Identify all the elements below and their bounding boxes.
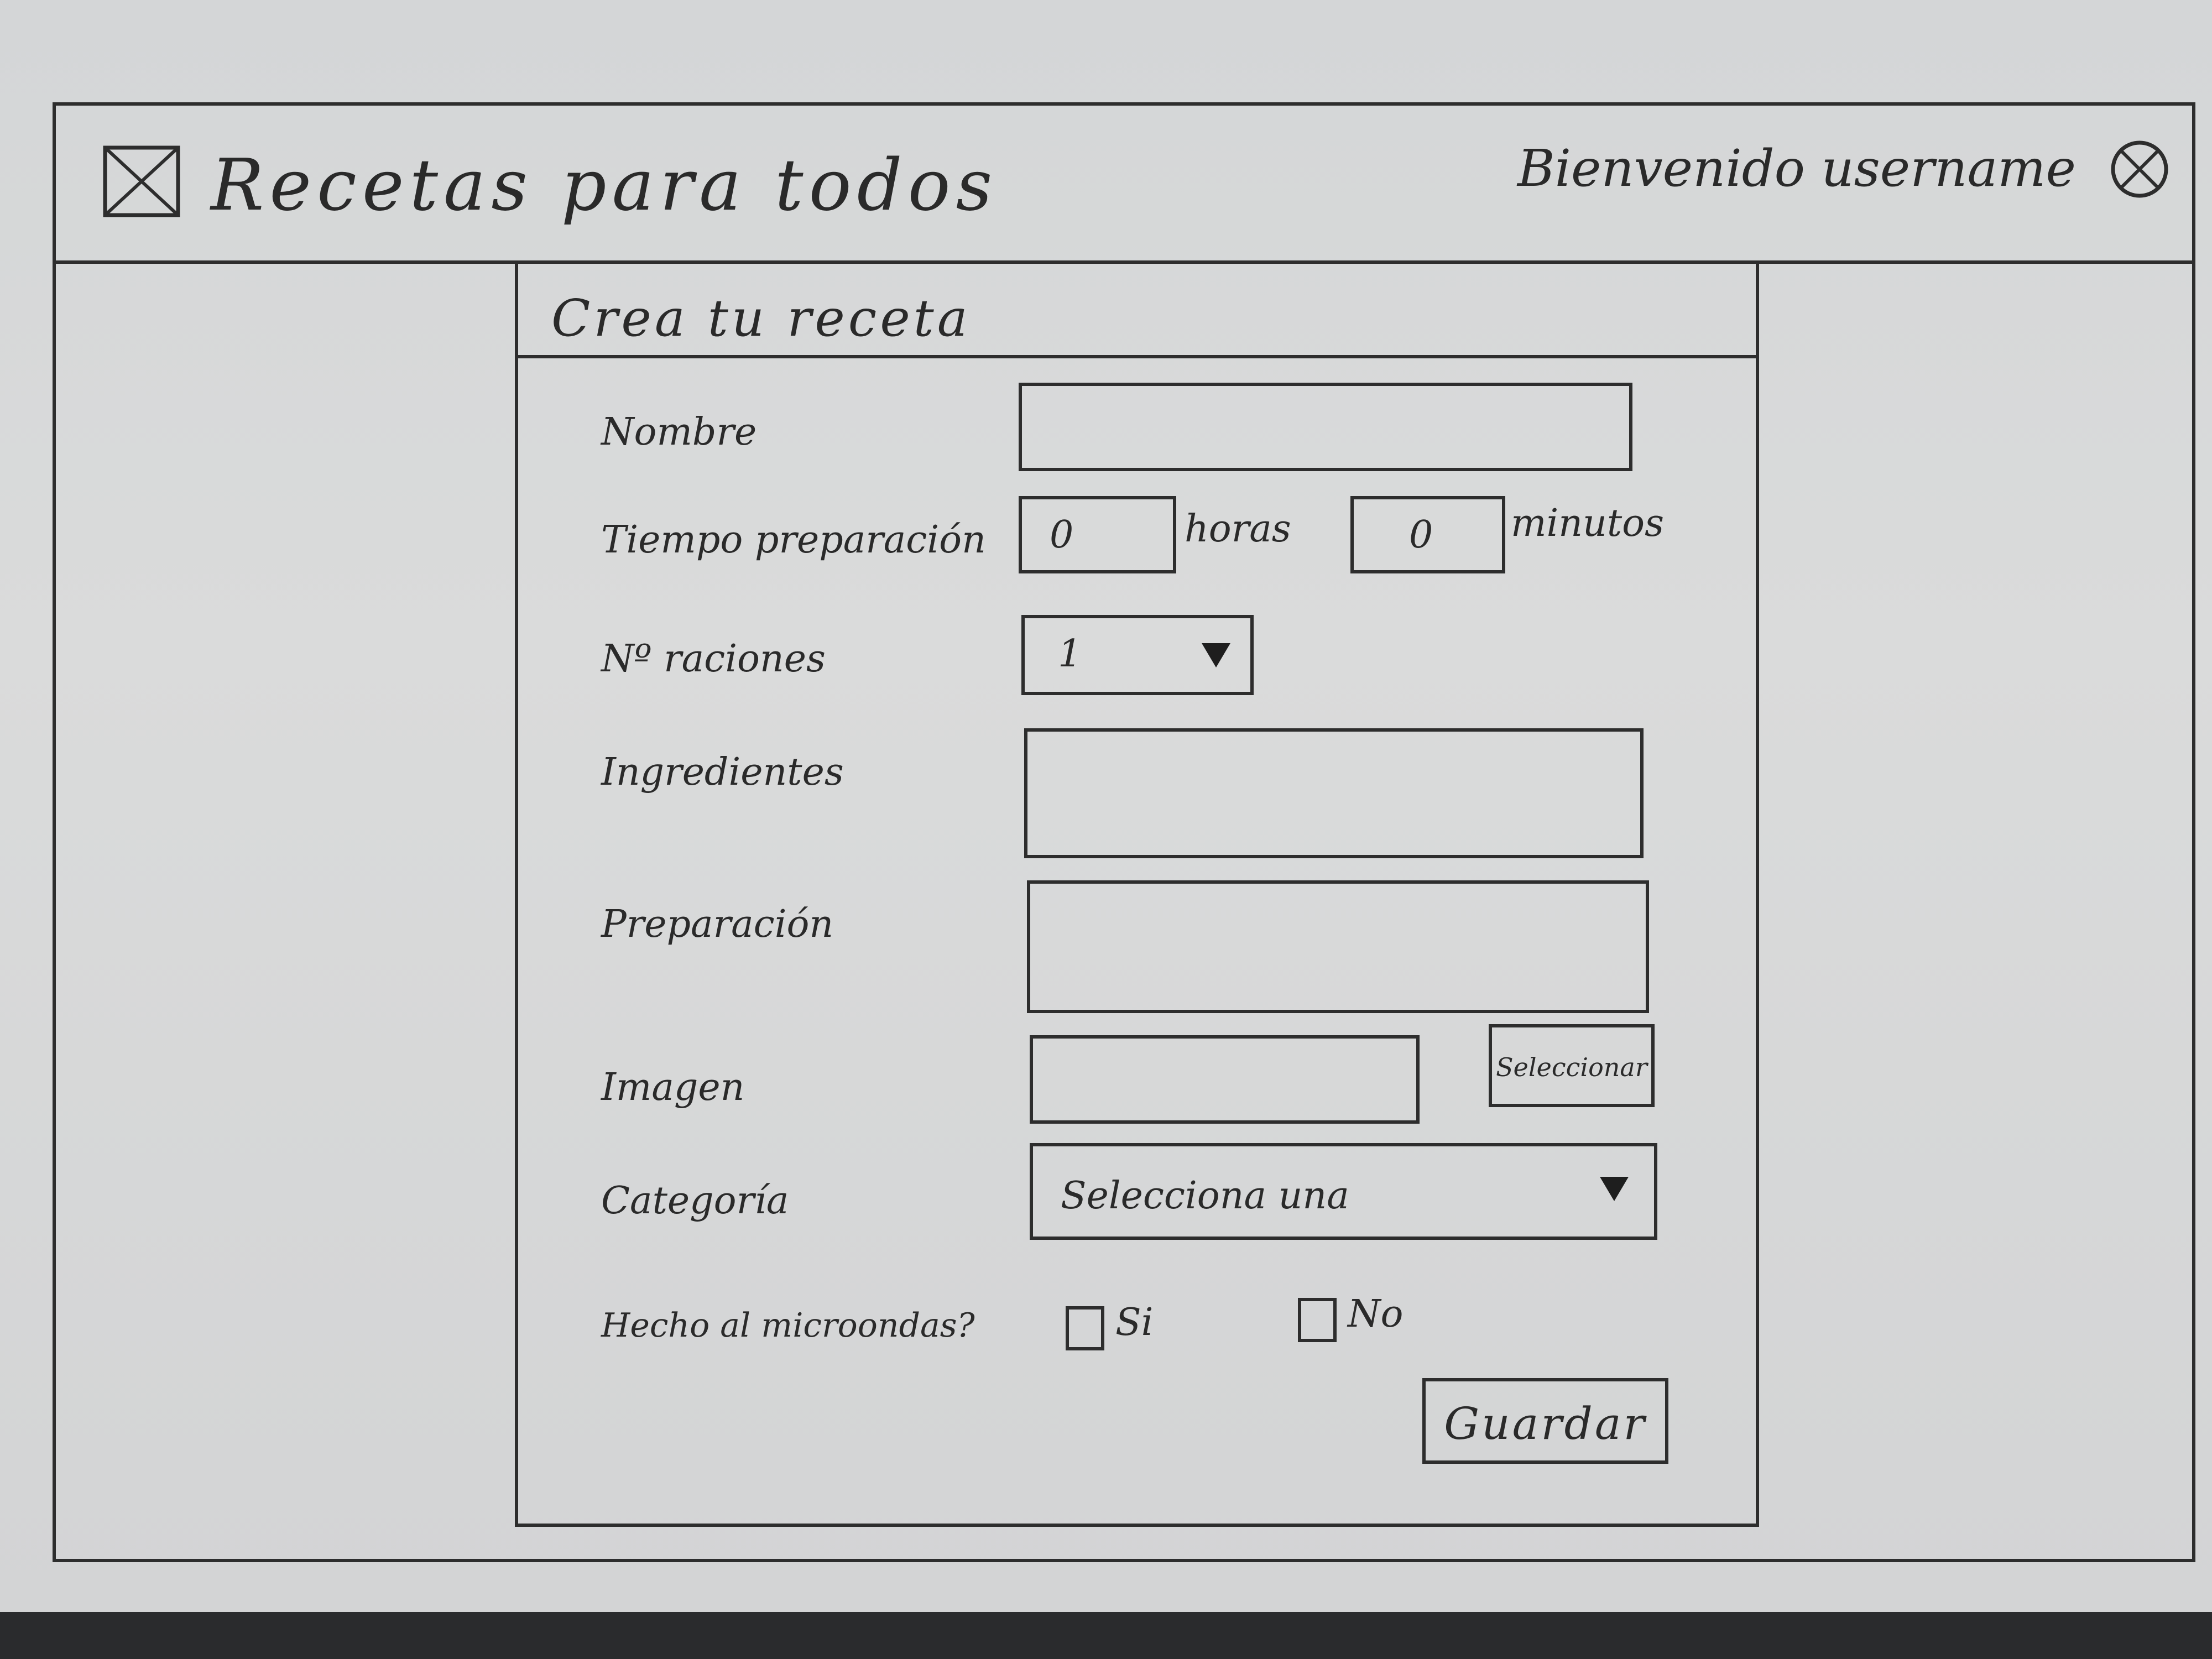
ingredients-label: Ingredientes <box>601 750 844 794</box>
servings-select[interactable]: 1 <box>1021 615 1254 695</box>
hours-input-value: 0 <box>1050 513 1074 557</box>
save-button[interactable]: Guardar <box>1422 1378 1668 1464</box>
servings-label: Nº raciones <box>601 637 826 681</box>
dialog-title-bar: Crea tu receta <box>518 264 1756 358</box>
image-placeholder-icon <box>103 145 180 217</box>
microwave-yes-checkbox[interactable] <box>1066 1306 1104 1350</box>
app-window: Recetas para todos Bienvenido username C… <box>53 102 2195 1562</box>
microwave-no-label: No <box>1348 1292 1404 1336</box>
servings-select-value: 1 <box>1058 632 1082 676</box>
triangle-down-icon <box>1202 643 1230 667</box>
category-select-value: Selecciona una <box>1061 1174 1349 1218</box>
minutes-unit-label: minutos <box>1511 502 1664 545</box>
save-button-label: Guardar <box>1444 1398 1647 1449</box>
ingredients-textarea[interactable] <box>1024 728 1644 858</box>
microwave-yes-label: Si <box>1115 1301 1154 1344</box>
image-label: Imagen <box>601 1066 745 1109</box>
app-header: Recetas para todos Bienvenido username <box>56 106 2192 264</box>
create-recipe-dialog: Crea tu receta Nombre Tiempo preparación… <box>515 260 1759 1527</box>
hours-unit-label: horas <box>1185 507 1291 551</box>
category-label: Categoría <box>601 1179 789 1223</box>
microwave-label: Hecho al microondas? <box>601 1306 975 1345</box>
triangle-down-icon <box>1600 1177 1629 1201</box>
name-label: Nombre <box>601 410 757 454</box>
microwave-no-checkbox[interactable] <box>1298 1298 1337 1342</box>
app-title: Recetas para todos <box>211 144 998 227</box>
name-input[interactable] <box>1019 383 1632 471</box>
preparation-textarea[interactable] <box>1027 880 1649 1013</box>
minutes-input-value: 0 <box>1409 513 1433 557</box>
prep-time-label: Tiempo preparación <box>601 518 986 562</box>
minutes-input[interactable]: 0 <box>1350 496 1505 573</box>
close-circle-icon[interactable] <box>2109 139 2170 200</box>
image-path-input[interactable] <box>1030 1035 1420 1124</box>
select-image-button[interactable]: Seleccionar <box>1489 1024 1655 1107</box>
paper-background <box>0 0 2212 1612</box>
preparation-label: Preparación <box>601 902 834 946</box>
category-select[interactable]: Selecciona una <box>1030 1143 1657 1240</box>
welcome-text: Bienvenido username <box>1517 139 2076 198</box>
select-image-button-label: Seleccionar <box>1496 1052 1647 1082</box>
hours-input[interactable]: 0 <box>1019 496 1176 573</box>
dialog-title: Crea tu receta <box>551 289 971 348</box>
